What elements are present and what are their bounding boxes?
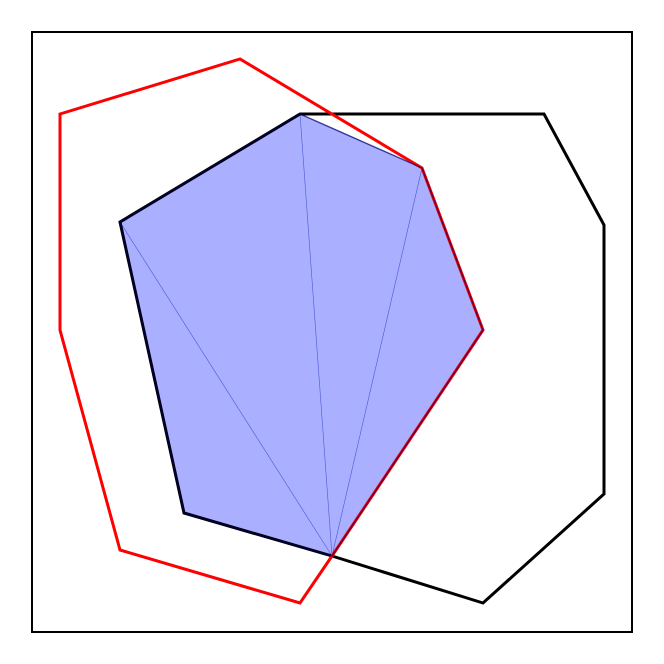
intersection-region	[120, 114, 483, 556]
intersection-outline	[119, 113, 484, 557]
triangulation-diagonal	[299, 113, 333, 557]
outline-layer	[58, 57, 606, 605]
triangulation-diagonal	[119, 221, 333, 557]
intersection-layer	[120, 114, 483, 556]
triangulation-diagonal	[331, 167, 423, 557]
